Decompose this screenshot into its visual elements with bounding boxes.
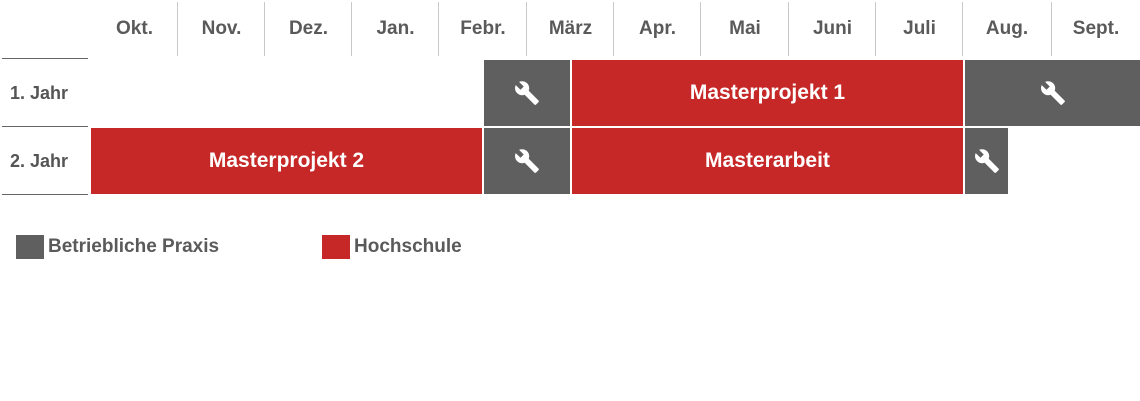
wrench-icon	[515, 81, 539, 105]
row-divider	[2, 126, 88, 127]
bar-label: Masterprojekt 1	[689, 81, 846, 104]
month-dez: Dez.	[288, 18, 329, 39]
row-label-year-2: 2. Jahr	[10, 150, 69, 171]
wrench-icon	[515, 149, 539, 173]
month-divider	[351, 2, 352, 56]
legend-swatch-praxis	[16, 235, 44, 259]
bar-year1-praxis-mar	[484, 60, 570, 126]
month-sept: Sept.	[1072, 18, 1120, 39]
month-maerz: März	[548, 18, 593, 39]
legend-label-praxis: Betriebliche Praxis	[48, 236, 220, 257]
month-divider	[177, 2, 178, 56]
month-divider	[438, 2, 439, 56]
bar-year1-praxis-aug	[965, 60, 1140, 126]
legend-label-hochschule: Hochschule	[354, 236, 462, 257]
wrench-icon	[1040, 81, 1065, 105]
wrench-icon	[974, 149, 999, 173]
month-apr: Apr.	[639, 18, 676, 39]
month-divider	[875, 2, 876, 56]
legend-item-hochschule: Hochschule	[322, 235, 462, 259]
bar-label: Masterprojekt 2	[208, 149, 365, 172]
legend-swatch-hochschule	[322, 235, 350, 259]
month-aug: Aug.	[985, 18, 1029, 39]
row-label-year-1: 1. Jahr	[10, 82, 69, 103]
month-mai: Mai	[729, 18, 761, 39]
month-divider	[264, 2, 265, 56]
bar-year1-masterprojekt-1: Masterprojekt 1	[572, 60, 963, 126]
month-okt: Okt.	[116, 18, 153, 39]
month-divider	[613, 2, 614, 56]
bar-year2-praxis-mar	[484, 128, 570, 194]
month-divider	[788, 2, 789, 56]
month-divider	[962, 2, 963, 56]
month-juli: Juli	[903, 18, 936, 39]
month-febr: Febr.	[460, 18, 506, 39]
month-jan: Jan.	[376, 18, 415, 39]
bar-year2-praxis-aug	[965, 128, 1008, 194]
legend-item-praxis: Betriebliche Praxis	[16, 235, 219, 259]
bar-year2-masterprojekt-2: Masterprojekt 2	[91, 128, 482, 194]
month-juni: Juni	[812, 18, 853, 39]
bar-year2-masterarbeit: Masterarbeit	[572, 128, 963, 194]
month-divider	[1051, 2, 1052, 56]
row-divider	[2, 58, 88, 59]
row-divider	[2, 194, 88, 195]
bar-label: Masterarbeit	[705, 149, 830, 172]
month-nov: Nov.	[201, 18, 242, 39]
month-divider	[700, 2, 701, 56]
month-divider	[526, 2, 527, 56]
